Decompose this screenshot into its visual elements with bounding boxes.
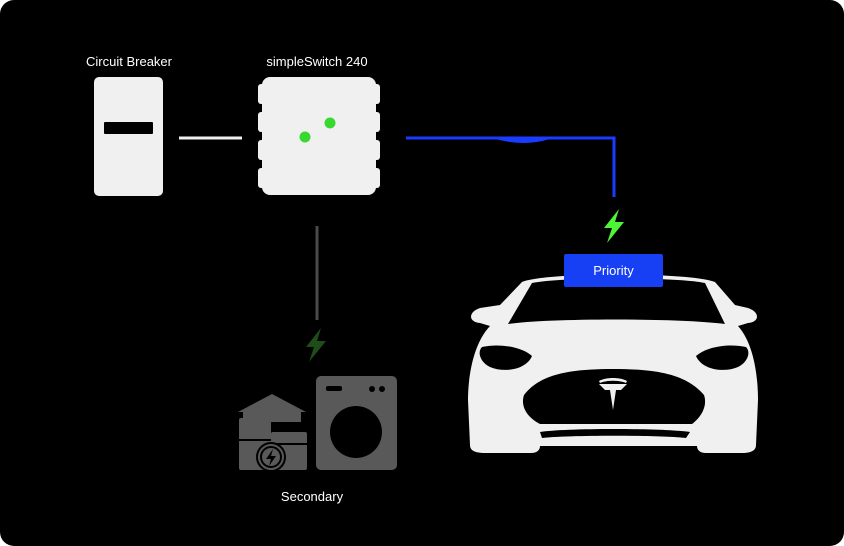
priority-line [406, 136, 616, 197]
priority-badge: Priority [564, 254, 663, 287]
smart-switch-icon [258, 77, 380, 195]
washing-machine-icon [316, 376, 397, 470]
active-power-bolt-icon [604, 209, 624, 243]
secondary-label: Secondary [280, 489, 344, 504]
indicator-light [299, 131, 311, 143]
circuit-breaker-label: Circuit Breaker [86, 54, 172, 69]
inactive-power-bolt-icon [306, 328, 326, 362]
indicator-light [324, 117, 336, 129]
switch-label: simpleSwitch 240 [266, 54, 368, 69]
circuit-breaker-icon [94, 77, 163, 196]
electric-car-icon [468, 274, 758, 453]
home-appliances-icon [238, 376, 397, 472]
